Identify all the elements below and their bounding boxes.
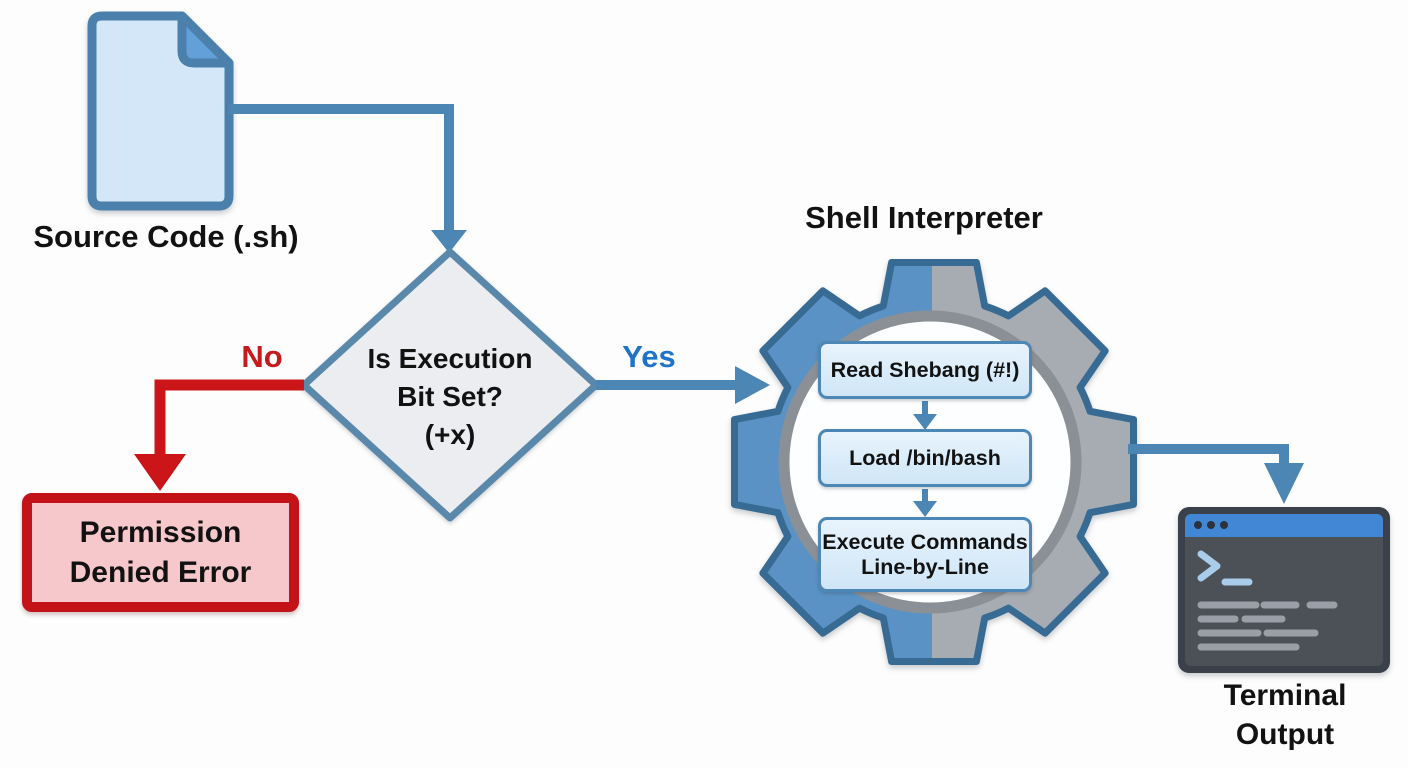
decision-label: Is Execution Bit Set? (+x) (320, 340, 580, 454)
terminal-output-lines (1197, 601, 1338, 651)
terminal-output-label: Terminal Output (1185, 676, 1385, 754)
terminal-icon (1178, 507, 1390, 673)
titlebar-dot-icon (1194, 521, 1202, 529)
decision-label-line1: Is Execution (367, 343, 533, 374)
decision-diamond (300, 248, 600, 522)
step-execute-commands: Execute Commands Line-by-Line (818, 517, 1032, 592)
arrowhead-down-icon (134, 454, 186, 491)
step-read-shebang: Read Shebang (#!) (818, 341, 1032, 399)
arrow-source-to-decision (229, 104, 467, 253)
error-label-line2: Denied Error (69, 555, 252, 589)
arrowhead-right-icon (735, 366, 770, 404)
step3-label-line1: Execute Commands (822, 529, 1028, 554)
arrowhead-down-icon (1264, 463, 1304, 504)
arrow-interpreter-to-terminal (1128, 444, 1304, 504)
arrowhead-down-icon (431, 230, 467, 253)
terminal-label-line1: Terminal (1223, 679, 1347, 712)
arrowhead-down-icon (913, 501, 937, 517)
titlebar-dot-icon (1207, 521, 1215, 529)
permission-denied-node: Permission Denied Error (22, 493, 299, 612)
terminal-label-line2: Output (1235, 718, 1335, 751)
error-label-line1: Permission (79, 515, 242, 549)
arrowhead-down-icon (913, 414, 937, 430)
decision-label-line2: Bit Set? (397, 381, 503, 412)
decision-label-line3: (+x) (424, 419, 476, 450)
arrow-step2-to-step3 (913, 489, 937, 517)
arrow-step1-to-step2 (913, 401, 937, 430)
prompt-chevron-icon (1197, 550, 1221, 582)
edge-label-yes: Yes (622, 339, 676, 374)
arrow-yes-to-interpreter (596, 366, 770, 404)
source-code-label: Source Code (.sh) (33, 219, 299, 254)
step1-label: Read Shebang (#!) (830, 357, 1020, 382)
titlebar-dot-icon (1220, 521, 1228, 529)
edge-label-no: No (241, 339, 283, 374)
arrow-no-to-error (134, 379, 304, 491)
step2-label: Load /bin/bash (849, 445, 1001, 470)
file-icon (87, 11, 234, 211)
step3-label-line2: Line-by-Line (861, 554, 989, 579)
step-load-bin-bash: Load /bin/bash (818, 429, 1032, 487)
shell-interpreter-title: Shell Interpreter (805, 200, 1043, 235)
file-fold-corner (177, 11, 234, 68)
